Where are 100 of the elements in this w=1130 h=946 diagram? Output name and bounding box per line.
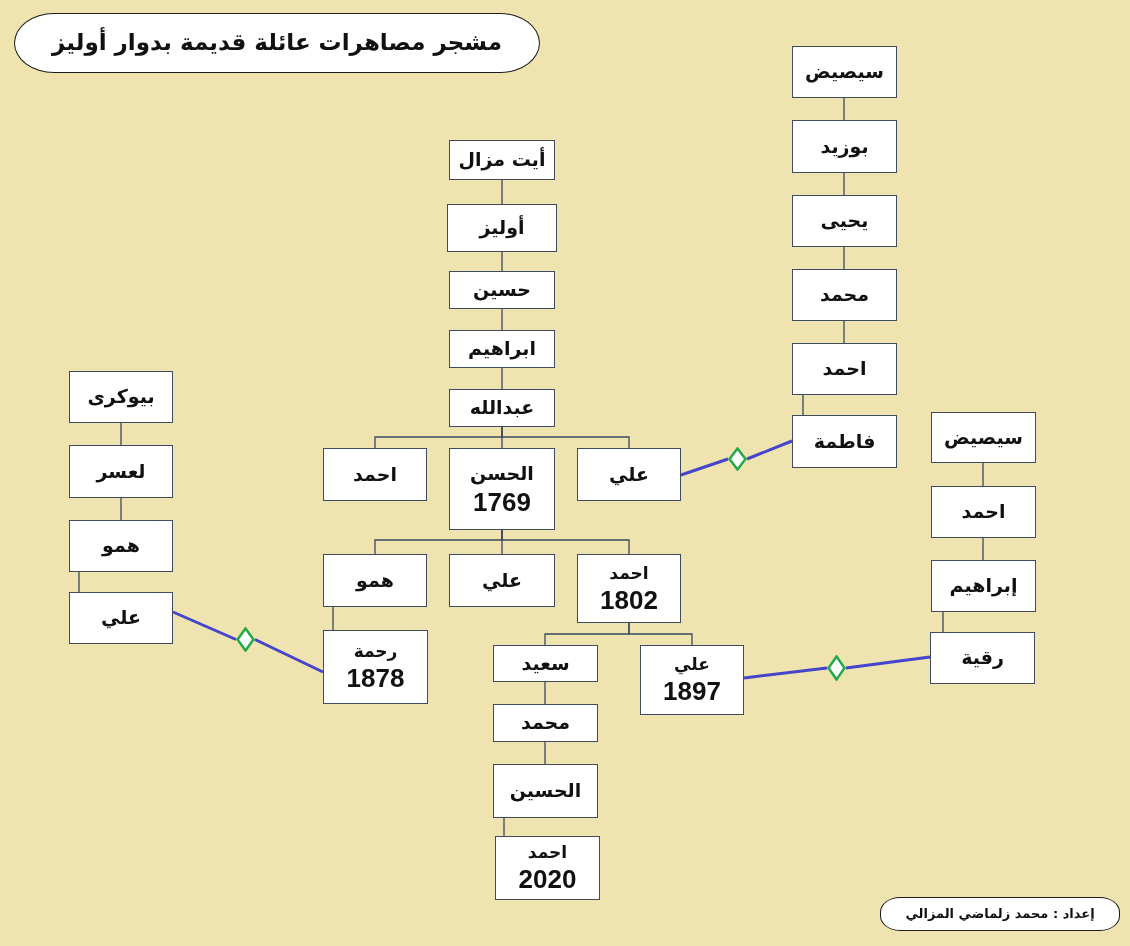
person-name: همو [356,568,394,593]
lineage-line [843,246,845,270]
person-name: أيت مزال [458,148,546,172]
person-box [792,195,897,247]
person-box [577,554,681,623]
lineage-line [843,97,845,121]
person-box [792,46,897,98]
person-box [449,389,555,427]
marriage-line [743,666,828,680]
person-name: يحيى [820,209,869,233]
birth-year: 1802 [600,585,658,615]
person-name: الحسين [509,779,582,803]
person-name: احمد [353,462,397,487]
person-box [577,448,681,501]
marriage-line [172,610,237,641]
lineage-line [982,537,984,561]
lineage-line [802,394,804,416]
person-box [640,645,744,715]
lineage-line [501,529,630,555]
diamond-symbol [827,655,846,681]
person-box [323,448,427,501]
person-name: احمد [961,500,1006,524]
lineage-line [843,172,845,196]
lineage-line [544,741,546,765]
person-box [792,120,897,173]
person-box [449,448,555,530]
birth-year: 2020 [518,865,577,894]
person-box [792,343,897,395]
lineage-line [501,308,503,331]
lineage-line [120,497,122,521]
person-box [495,836,600,900]
person-name: الحسن [470,461,534,486]
birth-year: 1878 [346,664,405,693]
marriage-line [254,638,324,674]
lineage-line [501,367,503,390]
person-name: محمد [819,283,870,307]
person-name: عبدالله [469,396,535,420]
diamond-symbol [236,627,255,652]
lineage-line [843,320,845,344]
person-name: علي [482,568,522,593]
person-box [449,140,555,180]
lineage-line [78,571,80,593]
person-box [930,632,1035,684]
person-name: سعيد [521,651,570,676]
person-name: إبراهيم [949,574,1018,598]
lineage-line [503,817,505,837]
person-name: لعسر [96,459,146,484]
lineage-line [332,606,334,631]
person-box [792,269,897,321]
marriage-line [680,457,729,477]
lineage-line [982,462,984,487]
person-name: همو [102,534,140,558]
person-name: بيوكرى [87,385,155,409]
person-box [493,764,598,818]
person-name: احمد [822,357,867,381]
person-box [69,445,173,498]
person-name: رحمة [353,641,398,663]
person-box [449,330,555,368]
diagram-title: مشجر مصاهرات عائلة قديمة بدوار أوليز [14,13,540,73]
person-name: محمد [520,711,571,735]
person-name: فاطمة [813,429,876,454]
person-box [323,630,428,704]
marriage-line [746,439,793,461]
lineage-line [120,422,122,446]
person-name: علي [674,654,710,676]
person-box [449,271,555,309]
person-box [493,704,598,742]
person-name: بوزيد [820,134,869,159]
person-box [69,371,173,423]
birth-year: 1769 [473,487,531,517]
marriage-line [845,655,931,670]
person-box [447,204,557,252]
person-box [323,554,427,607]
birth-year: 1897 [663,677,721,706]
person-box [69,592,173,644]
lineage-line [544,681,546,705]
person-name: أوليز [479,216,525,240]
diamond-symbol [728,447,747,471]
person-name: سيصيض [805,60,884,84]
author-credit: إعداد : محمد زلماضي المزالي [880,897,1120,931]
person-box [69,520,173,572]
lineage-line [501,179,503,205]
lineage-line [628,622,693,646]
lineage-line [501,426,630,449]
person-name: رقية [961,646,1004,670]
lineage-line [501,251,503,272]
person-name: علي [609,462,649,487]
person-name: حسين [473,278,531,302]
person-name: سيصيض [944,425,1023,450]
person-box [931,486,1036,538]
person-name: ابراهيم [468,337,536,361]
person-box [931,412,1036,463]
person-box [931,560,1036,612]
person-name: علي [101,606,141,630]
person-name: احمد [609,562,649,584]
person-box [493,645,598,682]
lineage-line [942,611,944,633]
person-name: احمد [527,842,568,864]
person-box [449,554,555,607]
person-box [792,415,897,468]
